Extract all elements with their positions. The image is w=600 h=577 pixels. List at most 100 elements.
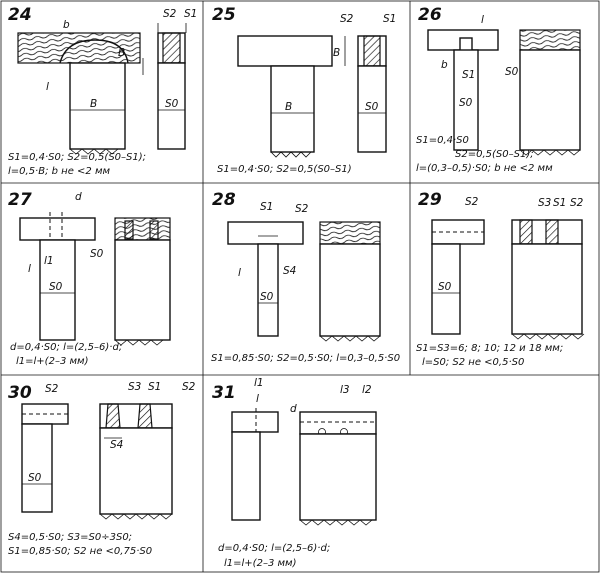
panel-number: 24 [8, 5, 32, 25]
panel-29: 29 S2 S3 S1 S2 S0 S1=S3=6; 8; 10; 12 и 1… [416, 190, 585, 368]
drawing-label: l=(0,3–0,5)·S0; b не <2 мм [416, 163, 553, 174]
drawing-label: l1 [44, 255, 54, 267]
drawing-label: S2 [340, 13, 354, 25]
drawing-label: S0 [438, 281, 452, 293]
drawing-label: 30 [8, 383, 32, 403]
panel-27: 27 d l l1 S0 S0 d=0,4·S0; l=(2,5–6)·d; l… [8, 190, 171, 367]
drawing-label: S2=0,5(S0–S1); [455, 149, 534, 160]
drawing-stroke [363, 35, 381, 67]
drawing-label: l=0,5·B; b не <2 мм [8, 166, 111, 177]
drawing-label: S1=0,4·S0; S2=0,5(S0–S1) [217, 164, 352, 175]
drawing-stroke [545, 219, 559, 245]
drawing-stroke [227, 221, 304, 245]
drawing-stroke [299, 433, 377, 521]
drawing-stroke [59, 39, 129, 64]
drawing-stroke [299, 411, 377, 435]
board-horizontal [237, 35, 333, 67]
drawing-label: l2 [362, 384, 372, 396]
drawing-label: 25 [212, 5, 236, 25]
drawing-stroke [511, 333, 585, 340]
drawing-label: S2 [163, 8, 177, 20]
drawing-stroke [114, 239, 171, 341]
drawing-label: S1=S3=6; 8; 10; 12 и 18 мм; [416, 343, 563, 354]
drawing-stroke [453, 49, 479, 151]
drawing-label: S0 [165, 98, 179, 110]
drawing-stroke [519, 29, 581, 51]
drawing-label: B [90, 98, 97, 110]
drawing-label: d [290, 403, 297, 415]
panel-31: 31 l1 l d l3 l2 d=0,4·S0; l=(2,5–6)·d; l… [212, 377, 377, 569]
board-vertical [69, 62, 126, 150]
drawing-stroke [431, 243, 461, 335]
drawing-stroke [319, 243, 381, 337]
drawing-label: d=0,4·S0; l=(2,5–6)·d; [10, 342, 122, 353]
drawing-label: b [441, 59, 448, 71]
drawing-label: S3 [128, 381, 141, 393]
drawing-label: S0 [49, 281, 63, 293]
drawing-label: l1=l+(2–3 мм) [16, 356, 88, 367]
drawing-label: l3 [340, 384, 350, 396]
drawing-stroke [105, 403, 121, 429]
drawing-label: l [256, 393, 259, 405]
drawing-stroke [137, 403, 153, 429]
drawing-label: 27 [8, 190, 32, 210]
drawing-label: S1 [553, 197, 566, 209]
drawing-label: S1 [383, 13, 396, 25]
drawing-stroke [99, 513, 173, 520]
drawing-label: S4=0,5·S0; S3=S0÷3S0; [8, 532, 132, 543]
drawing-label: S0 [505, 66, 519, 78]
panel-30: 30 S2 S3 S1 S2 S4 S0 S4=0,5·S0; S3=S0÷3S… [8, 381, 196, 557]
drawing-label: B [285, 101, 292, 113]
drawing-stroke [299, 519, 373, 526]
drawing-stroke [39, 239, 76, 341]
drawing-label: S1=0,85·S0; S2=0,5·S0; l=0,3–0,5·S0 [211, 353, 400, 364]
drawing-stroke [519, 219, 533, 245]
drawing-stroke [124, 220, 134, 240]
drawing-label: B [118, 47, 125, 59]
drawing-label: S1=0,4·S0; S2=0,5(S0–S1); [8, 152, 146, 163]
drawing-label: B [333, 47, 340, 59]
drawing-label: S1 [260, 201, 273, 213]
drawing-label: l [481, 14, 484, 26]
drawing-label: l [238, 267, 241, 279]
board-vertical [270, 65, 315, 153]
drawing-label: S0 [260, 291, 274, 303]
drawing-label: d=0,4·S0; l=(2,5–6)·d; [218, 543, 330, 554]
drawing-stroke [162, 32, 181, 64]
drawing-label: l1 [254, 377, 264, 389]
drawing-label: l1=l+(2–3 мм) [224, 558, 296, 569]
drawing-stroke [149, 220, 159, 240]
drawing-label: S1 [148, 381, 161, 393]
drawing-label: S1 [462, 69, 475, 81]
drawing-label: S2 [295, 203, 309, 215]
drawing-label: 31 [212, 383, 236, 403]
drawing-label: S1 [184, 8, 197, 20]
drawing-label: S0 [365, 101, 379, 113]
drawing-stroke [157, 62, 186, 150]
drawing-label: 28 [212, 190, 236, 210]
panel-26: 26 l b S1 S0 S0 S1=0,4·S0 S2=0,5(S0–S1);… [416, 5, 581, 174]
panel-28: 28 S1 S2 l S4 S0 S1=0,85·S0; S2=0,5·S0; … [211, 190, 400, 364]
drawing-stroke [114, 339, 164, 346]
drawing-stroke [511, 243, 583, 335]
drawing-stroke [19, 217, 96, 241]
drawing-label: S0 [90, 248, 104, 260]
drawing-label: S1=0,4·S0 [416, 135, 469, 146]
panel-25: 25 S2 S1 B B S0 S1=0,4·S0; S2=0,5(S0–S1) [212, 5, 396, 175]
drawing-stroke [319, 221, 381, 245]
drawing-stroke [231, 431, 261, 521]
drawing-label: S1=0,85·S0; S2 не <0,75·S0 [8, 546, 152, 557]
drawing-stroke [257, 243, 279, 337]
drawing-stroke [69, 148, 119, 155]
drawing-stroke [357, 65, 387, 153]
drawing-label: l=S0; S2 не <0,5·S0 [422, 357, 524, 368]
drawing-stroke [21, 423, 53, 513]
drawing-label: l [46, 81, 49, 93]
panel-24: 24 b S2 S1 B l B S0 S1=0,4·S0; S2=0,5(S0… [8, 5, 197, 177]
drawing-label: S2 [570, 197, 584, 209]
drawing-stroke [319, 335, 381, 342]
